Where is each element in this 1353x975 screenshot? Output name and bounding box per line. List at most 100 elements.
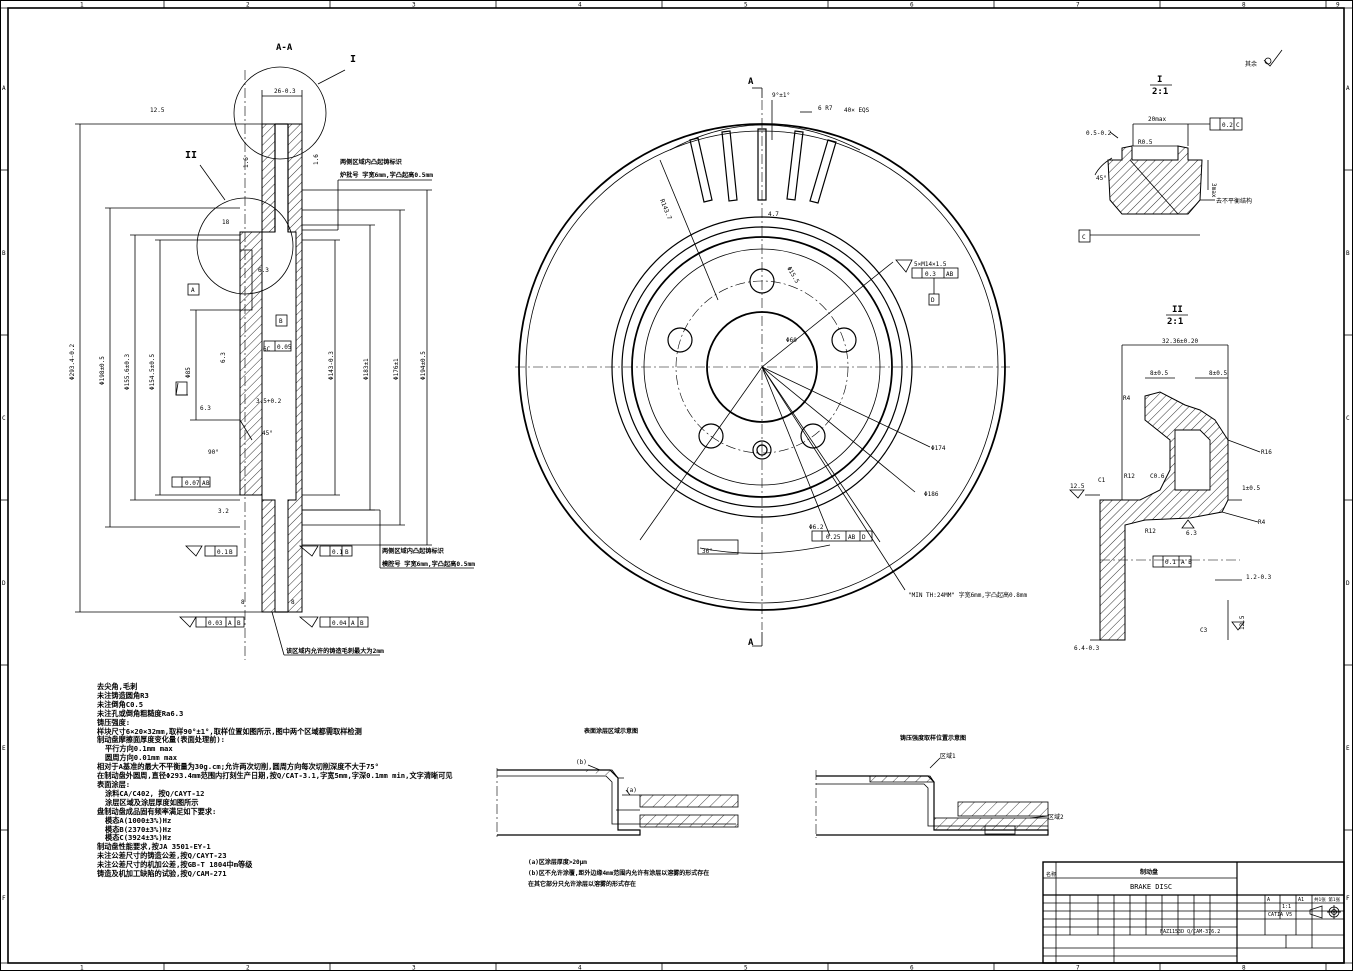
note-batch-2: 炉批号 字宽6mm,字凸起高0.5mm	[340, 171, 433, 179]
fv-9deg: 9°±1°	[772, 92, 790, 99]
col-label: 3	[412, 2, 416, 9]
fv-r143: R143.7	[658, 198, 673, 221]
row-label: F	[1346, 895, 1350, 902]
note-line: 盘制动盘成品固有频率满足如下要求:	[97, 806, 217, 816]
d2-01: 0.1	[1165, 559, 1176, 566]
projection-icon	[1309, 905, 1341, 919]
d1-45deg: 45°	[1096, 175, 1107, 182]
col-label: 7	[1076, 2, 1080, 9]
datum-a: A	[191, 287, 195, 294]
tol-005: 0.05	[277, 344, 292, 351]
note-line: 样块尺寸6×20×32mm,取样90°±1°,取样位置如图所示,图中两个区域都需…	[97, 726, 362, 736]
coating-note-2: (b)区不允许涂覆,距外边缘4mm范围内允许有涂层以溶雾的形式存在	[528, 869, 709, 877]
detail-ii-view: II 2:1 32.36±0.20	[1069, 305, 1272, 652]
dim-d194: Φ194±0.5	[420, 351, 427, 380]
par-01-right: 0.1	[332, 549, 343, 556]
note-line: 表面涂层:	[97, 779, 131, 789]
fv-5x-thread: 5×M14×1.5	[914, 261, 947, 268]
col-label: 9	[1336, 2, 1340, 9]
col-label: 2	[246, 2, 250, 9]
detail-circle-ii	[196, 197, 294, 295]
dim-chamfer35: 3.5+0.2	[256, 398, 282, 405]
row-label: D	[2, 580, 6, 587]
fv-datum-d: D	[931, 297, 935, 304]
detail-i-label: I	[350, 54, 356, 65]
row-label: E	[2, 745, 6, 752]
col-label: 6	[910, 2, 914, 9]
fv-pos-tol: 0.3	[925, 271, 936, 278]
d1-20max: 20max	[1148, 116, 1166, 123]
dim-6c: 6C	[263, 346, 271, 353]
dim-d183: Φ183±1	[363, 358, 370, 380]
d2-8b: 8±0.5	[1209, 370, 1227, 377]
test-zone2: 区域2	[1048, 813, 1064, 821]
d2-ra125: 12.5	[1070, 483, 1085, 490]
dim-hub-width: 26-0.3	[274, 88, 296, 95]
datum-b: B	[279, 318, 283, 325]
d2-r12a: R12	[1124, 473, 1135, 480]
col-label: 7	[1076, 965, 1080, 972]
section-marker-bottom: A	[748, 638, 754, 648]
section-view-aa: A-A	[69, 43, 475, 660]
fv-d186: Φ186	[924, 491, 939, 498]
d1-05: 0.5-0.2	[1086, 130, 1112, 137]
roughness-general: 其余	[1245, 60, 1257, 68]
par-b-right: B	[345, 549, 349, 556]
section-title: A-A	[276, 43, 293, 53]
d2-r4: R4	[1123, 395, 1131, 402]
dim-8-left: 8	[241, 599, 245, 606]
note-line: 涂料CA/C402, 按Q/CAYT-12	[105, 788, 205, 798]
d2-r16: R16	[1261, 449, 1272, 456]
dim-8-right: 8	[291, 599, 295, 606]
d1-02: 0.2	[1222, 122, 1233, 129]
col-label: 8	[1242, 2, 1246, 9]
detail-circle-i	[233, 66, 327, 160]
row-label: C	[2, 415, 6, 422]
col-label: 4	[578, 965, 582, 972]
detail-ii-scale: 2:1	[1167, 317, 1183, 327]
d2-3236: 32.36±0.20	[1162, 338, 1199, 345]
fv-6r: 6 R7	[818, 105, 833, 112]
runout-004: 0.04	[332, 620, 347, 627]
fv-pos-ref: AB	[946, 271, 954, 278]
col-label: 6	[910, 965, 914, 972]
note-batch-1: 两侧区域内凸起铸标识	[340, 158, 402, 166]
dim-18: 18	[222, 219, 230, 226]
d1-c-ref: C	[1236, 122, 1240, 129]
note-line: 相对于A基准的最大不平衡量为30g.cm;允许两次切削,圆周方向每次切削深度不大…	[97, 762, 379, 772]
note-cavity-2: 模腔号 字宽6mm,字凸起高0.5mm	[382, 560, 475, 568]
flatness-ref-a: A	[202, 480, 206, 487]
runout-ref-a2: A	[351, 620, 355, 627]
row-label: A	[2, 85, 6, 92]
tb-name-label: 名称	[1046, 871, 1056, 878]
front-view: A A 9°±1° 6 R7 40× EQS R143.7 4.7 Φ15.5 …	[515, 77, 1027, 648]
detail-ii-label: II	[185, 150, 197, 161]
d1-3max: 3max	[1210, 183, 1217, 198]
title-block: 名称 制动盘 BRAKE DISC FAZ1153D Q/CAM-376.2 C…	[1042, 861, 1345, 964]
runout-ref-b: B	[237, 620, 241, 627]
disc-outer-edge	[518, 123, 1006, 611]
d2-ra125b: 12.5	[1239, 615, 1246, 630]
dim-ra63-side: 6.3	[220, 352, 227, 363]
note-line: 去尖角,毛刺	[97, 682, 138, 691]
technical-notes: 去尖角,毛刺 未注铸造圆角R3 未注倒角C0.5 未注孔或倒角粗糙度Ra6.3 …	[97, 682, 467, 879]
dim-d155: Φ155.6±0.3	[124, 353, 131, 390]
fv-40-eqs: 40× EQS	[844, 107, 870, 114]
d2-c1: C1	[1098, 477, 1106, 484]
dim-45deg: 45°	[262, 430, 273, 437]
runout-ref-a: A	[228, 620, 232, 627]
par-b-left: B	[229, 549, 233, 556]
tb-software: CATIA V5	[1268, 912, 1292, 918]
row-label: D	[1346, 580, 1350, 587]
row-label: B	[2, 250, 6, 257]
fv-min-th: "MIN TH:24MM" 字宽6mm,字凸起高0.8mm	[908, 591, 1027, 599]
col-label: 3	[412, 965, 416, 972]
dim-d85: Φ85	[185, 367, 192, 378]
test-zone1: 区域1	[940, 752, 956, 760]
vent-slots	[689, 128, 837, 204]
note-line: 在制动盘外圆周,直径Φ293.4mm范围内打刻生产日期,按Q/CAT-3.1,字…	[97, 771, 453, 781]
tb-name-en: BRAKE DISC	[1130, 883, 1172, 891]
tb-name-cn: 制动盘	[1140, 868, 1158, 876]
tb-scale: 1:1	[1282, 904, 1291, 910]
